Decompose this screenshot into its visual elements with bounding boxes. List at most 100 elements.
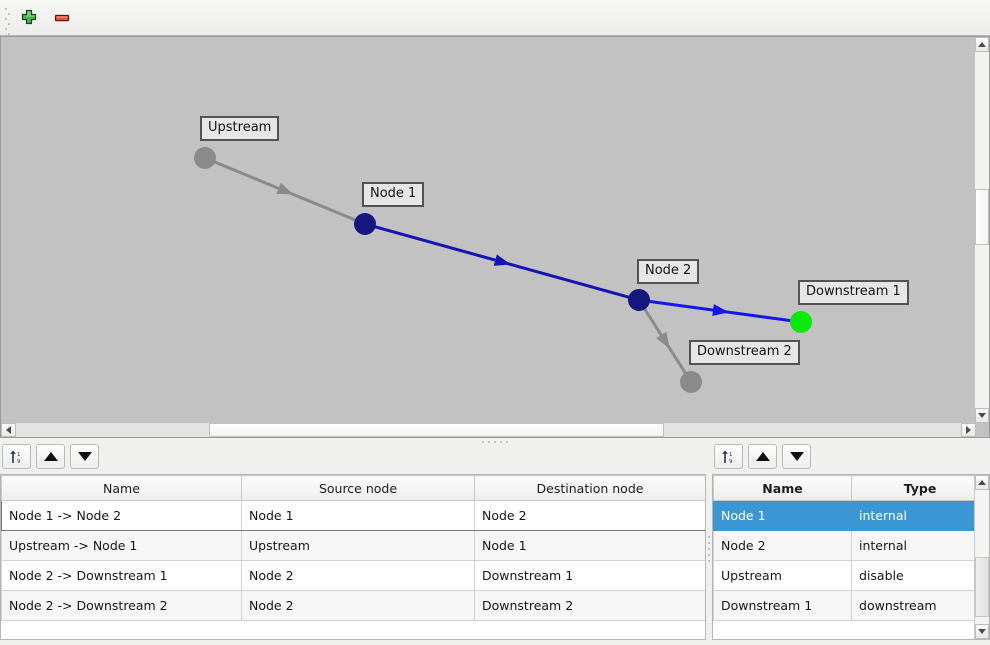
nodes-cell-1[interactable]: internal bbox=[851, 530, 989, 561]
nodes-toolbar: 1 9 bbox=[714, 444, 990, 470]
graph-node-label-node2[interactable]: Node 2 bbox=[637, 259, 700, 284]
vertical-splitter[interactable] bbox=[706, 470, 712, 628]
edges-cell-0[interactable]: Node 2 -> Downstream 2 bbox=[1, 590, 242, 621]
scroll-up-button[interactable] bbox=[975, 475, 989, 490]
delete-node-button[interactable] bbox=[49, 7, 75, 29]
edges-cell-1[interactable]: Node 2 bbox=[241, 590, 475, 621]
canvas-vertical-scroll-thumb[interactable] bbox=[975, 189, 989, 245]
triangle-up-icon bbox=[755, 452, 770, 461]
triangle-down-icon bbox=[77, 452, 92, 461]
canvas-vertical-scrollbar[interactable] bbox=[974, 37, 989, 423]
nodes-cell-1[interactable]: downstream bbox=[851, 590, 989, 621]
svg-text:1: 1 bbox=[17, 452, 21, 458]
nodes-table-vertical-scrollbar[interactable] bbox=[974, 475, 989, 639]
triangle-up-icon bbox=[978, 42, 986, 47]
edge-arrowhead-upstream-node1 bbox=[276, 182, 294, 195]
triangle-left-icon bbox=[6, 426, 11, 434]
nodes-cell-0[interactable]: Downstream 1 bbox=[713, 590, 853, 621]
nodes-table-scroll-thumb[interactable] bbox=[975, 557, 989, 617]
edges-cell-2[interactable]: Node 1 bbox=[474, 530, 705, 561]
nodes-cell-1[interactable]: disable bbox=[851, 560, 989, 591]
nodes-cell-0[interactable]: Upstream bbox=[713, 560, 853, 591]
edges-cell-2[interactable]: Node 2 bbox=[474, 500, 705, 531]
edges-cell-2[interactable]: Downstream 2 bbox=[474, 590, 705, 621]
scroll-up-button[interactable] bbox=[975, 37, 989, 52]
svg-text:9: 9 bbox=[17, 459, 21, 465]
graph-node-label-upstream[interactable]: Upstream bbox=[200, 116, 280, 141]
add-node-button[interactable] bbox=[16, 7, 42, 29]
edges-header-2[interactable]: Destination node bbox=[474, 475, 705, 501]
edges-cell-2[interactable]: Downstream 1 bbox=[474, 560, 705, 591]
scroll-right-button[interactable] bbox=[961, 423, 976, 437]
edge-arrowhead-node1-node2 bbox=[493, 254, 511, 266]
canvas-horizontal-scroll-thumb[interactable] bbox=[209, 423, 664, 437]
horizontal-splitter[interactable] bbox=[0, 438, 990, 446]
triangle-down-icon bbox=[978, 629, 986, 634]
triangle-up-icon bbox=[978, 480, 986, 485]
graph-node-upstream[interactable] bbox=[194, 147, 216, 169]
nodes-sort-button[interactable]: 1 9 bbox=[714, 444, 743, 469]
edge-arrowhead-node2-down1 bbox=[712, 304, 729, 317]
edges-header-0[interactable]: Name bbox=[1, 475, 242, 501]
nodes-header-1[interactable]: Type bbox=[851, 475, 989, 501]
nodes-move-down-button[interactable] bbox=[782, 444, 811, 469]
canvas-horizontal-scrollbar[interactable] bbox=[1, 422, 976, 437]
edges-cell-1[interactable]: Node 2 bbox=[241, 560, 475, 591]
triangle-down-icon bbox=[789, 452, 804, 461]
edges-move-up-button[interactable] bbox=[36, 444, 65, 469]
edges-cell-1[interactable]: Upstream bbox=[241, 530, 475, 561]
scroll-down-button[interactable] bbox=[975, 408, 989, 423]
triangle-up-icon bbox=[43, 452, 58, 461]
edges-header-1[interactable]: Source node bbox=[241, 475, 475, 501]
sort-arrows-icon: 1 9 bbox=[10, 450, 21, 465]
green-plus-icon bbox=[21, 9, 37, 25]
nodes-header-0[interactable]: Name bbox=[713, 475, 853, 501]
graph-node-downstream2[interactable] bbox=[680, 371, 702, 393]
nodes-cell-0[interactable]: Node 2 bbox=[713, 530, 853, 561]
svg-text:1: 1 bbox=[729, 452, 733, 458]
nodes-cell-0[interactable]: Node 1 bbox=[713, 500, 853, 531]
red-minus-icon bbox=[54, 14, 70, 22]
triangle-right-icon bbox=[966, 426, 971, 434]
graph-drawing bbox=[194, 147, 812, 393]
graph-node-node1[interactable] bbox=[354, 213, 376, 235]
graph-node-node2[interactable] bbox=[628, 289, 650, 311]
nodes-cell-1[interactable]: internal bbox=[851, 500, 989, 531]
edge-arrowhead-node2-down2 bbox=[656, 331, 670, 349]
nodes-move-up-button[interactable] bbox=[748, 444, 777, 469]
edges-cell-0[interactable]: Upstream -> Node 1 bbox=[1, 530, 242, 561]
sort-arrows-icon: 1 9 bbox=[722, 450, 733, 465]
graph-node-label-downstream1[interactable]: Downstream 1 bbox=[798, 280, 909, 305]
graph-node-label-downstream2[interactable]: Downstream 2 bbox=[689, 340, 800, 365]
scroll-down-button[interactable] bbox=[975, 624, 989, 639]
edges-cell-1[interactable]: Node 1 bbox=[241, 500, 475, 531]
scroll-left-button[interactable] bbox=[1, 423, 16, 437]
graph-node-label-node1[interactable]: Node 1 bbox=[362, 182, 425, 207]
toolbar-drag-handle[interactable] bbox=[5, 8, 10, 35]
edges-sort-button[interactable]: 1 9 bbox=[2, 444, 31, 469]
edges-cell-0[interactable]: Node 1 -> Node 2 bbox=[1, 500, 242, 531]
edges-cell-0[interactable]: Node 2 -> Downstream 1 bbox=[1, 560, 242, 591]
edges-move-down-button[interactable] bbox=[70, 444, 99, 469]
graph-node-downstream1[interactable] bbox=[790, 311, 812, 333]
